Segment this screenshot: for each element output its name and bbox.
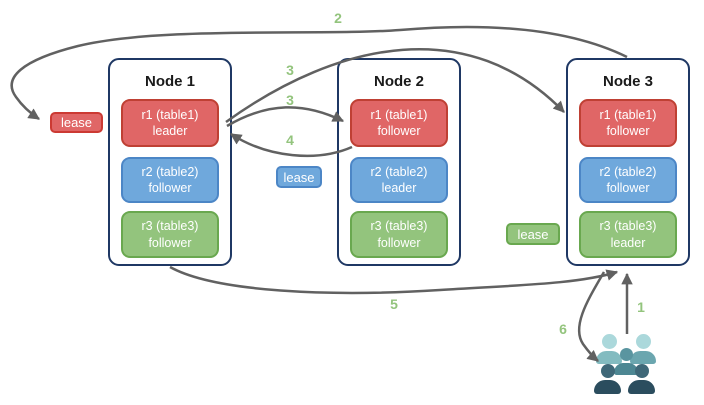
replica-role-label: follower bbox=[148, 235, 192, 250]
replica-role-label: follower bbox=[377, 124, 421, 138]
person-back-left-head bbox=[602, 334, 617, 349]
person-front-left-head bbox=[601, 364, 615, 378]
replica-role-label: leader bbox=[610, 235, 646, 250]
replica-role-label: follower bbox=[606, 124, 650, 138]
replica-range-label: r2 (table2) bbox=[141, 164, 199, 179]
node-2-replica-r1: r1 (table1) follower bbox=[350, 99, 448, 147]
arrow-3-replicate-to-node2 bbox=[226, 106, 345, 128]
node-2-title: Node 2 bbox=[373, 73, 424, 90]
node-1-replica-r3: r3 (table3) follower bbox=[121, 211, 219, 258]
lease-badge-table2: lease bbox=[276, 166, 322, 188]
step-label-2: 2 bbox=[334, 10, 342, 26]
step-label-5: 5 bbox=[390, 296, 398, 312]
person-back-right-head bbox=[636, 334, 651, 349]
step-label-4: 4 bbox=[286, 132, 294, 148]
step-label-3b: 3 bbox=[286, 92, 294, 108]
node-3-replica-r2: r2 (table2) follower bbox=[579, 157, 677, 203]
arrow-2-gossip-to-lease bbox=[10, 25, 628, 121]
person-back-left-body bbox=[596, 351, 622, 364]
replica-range-label: r2 (table2) bbox=[370, 164, 428, 179]
node-1-title: Node 1 bbox=[144, 73, 195, 90]
arrow-5-forward-to-node3 bbox=[169, 265, 619, 295]
node-1-replica-r1: r1 (table1) leader bbox=[121, 99, 219, 147]
node-3-replica-r3: r3 (table3) leader bbox=[579, 211, 677, 258]
person-front-left-body bbox=[594, 380, 621, 394]
node-2-replica-r3: r3 (table3) follower bbox=[350, 211, 448, 258]
lease-badge-table3: lease bbox=[506, 223, 560, 245]
replica-role-label: leader bbox=[381, 181, 417, 195]
step-label-6: 6 bbox=[559, 321, 567, 337]
replica-range-label: r1 (table1) bbox=[141, 107, 199, 122]
node-3: Node 3 r1 (table1) follower r2 (table2) … bbox=[566, 58, 690, 266]
replica-range-label: r3 (table3) bbox=[141, 219, 199, 234]
person-back-right-body bbox=[630, 351, 656, 364]
users-icon bbox=[593, 333, 661, 398]
replica-role-label: follower bbox=[148, 181, 192, 195]
person-front-right-body bbox=[628, 380, 655, 394]
lease-badge-table1: lease bbox=[50, 112, 103, 133]
person-middle-body bbox=[614, 363, 638, 375]
step-label-1: 1 bbox=[637, 299, 645, 315]
node-2: Node 2 r1 (table1) follower r2 (table2) … bbox=[337, 58, 461, 266]
replica-role-label: follower bbox=[606, 181, 650, 195]
node-3-title: Node 3 bbox=[602, 73, 653, 90]
replica-range-label: r2 (table2) bbox=[599, 164, 657, 179]
node-1: Node 1 r1 (table1) leader r2 (table2) fo… bbox=[108, 58, 232, 266]
replica-range-label: r1 (table1) bbox=[370, 107, 428, 122]
node-1-replica-r2: r2 (table2) follower bbox=[121, 157, 219, 203]
replica-range-label: r3 (table3) bbox=[599, 219, 657, 234]
replica-role-label: follower bbox=[377, 235, 421, 250]
step-label-3a: 3 bbox=[286, 62, 294, 78]
replica-range-label: r1 (table1) bbox=[599, 107, 657, 122]
node-3-replica-r1: r1 (table1) follower bbox=[579, 99, 677, 147]
replica-role-label: leader bbox=[152, 124, 188, 138]
person-middle-head bbox=[620, 348, 633, 361]
person-front-right-head bbox=[635, 364, 649, 378]
replica-range-label: r3 (table3) bbox=[370, 219, 428, 234]
node-2-replica-r2: r2 (table2) leader bbox=[350, 157, 448, 203]
